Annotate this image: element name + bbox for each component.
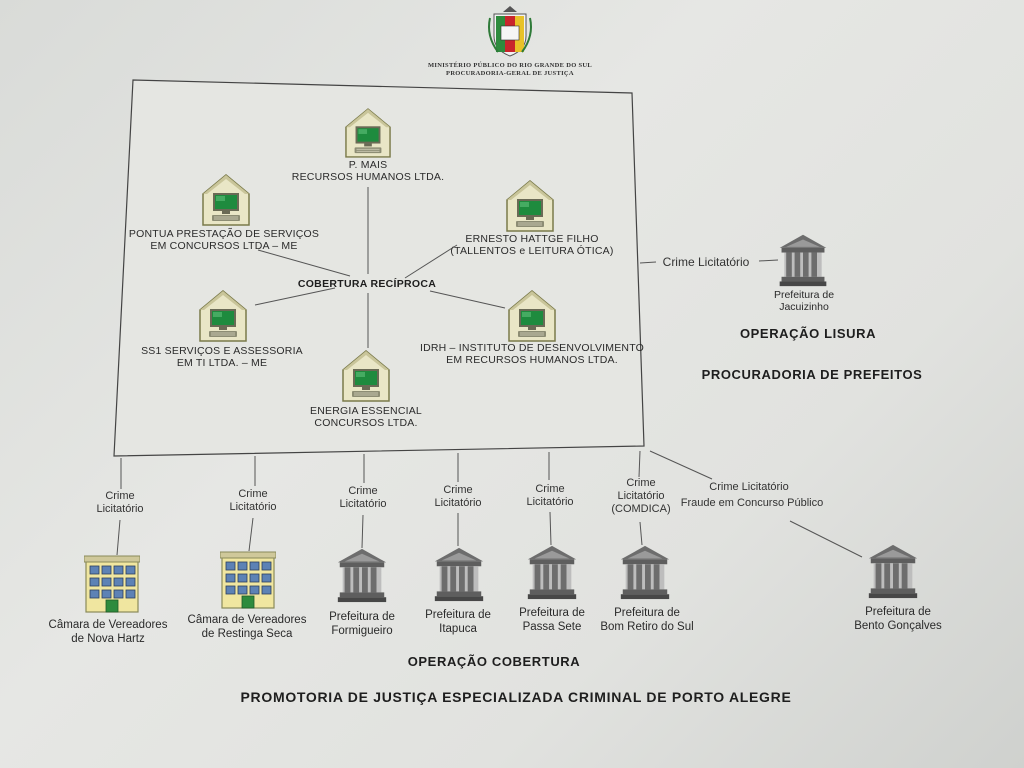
procuradoria-prefeitos-title: PROCURADORIA DE PREFEITOS	[701, 367, 923, 382]
company-name-line2: EM RECURSOS HUMANOS LTDA.	[446, 354, 618, 366]
target-restinga-seca-label: Câmara de Vereadores de Restinga Seca	[188, 613, 307, 641]
company-name-line2: RECURSOS HUMANOS LTDA.	[291, 171, 445, 183]
crime-line2: Licitatório	[339, 498, 387, 510]
crime-label-itapuca: Crime Licitatório	[434, 484, 481, 510]
prefeitura-jacuizinho-label: Prefeitura de Jacuizinho	[774, 289, 834, 313]
company-name-line1: SS1 SERVIÇOS E ASSESSORIA	[141, 345, 303, 357]
target-name-line1: Câmara de Vereadores	[48, 619, 168, 631]
target-name-line2: Bento Gonçalves	[854, 620, 942, 632]
cobertura-target-links	[116, 450, 863, 558]
crime-line1: Crime	[238, 488, 268, 500]
company-name-line1: IDRH – INSTITUTO DE DESENVOLVIMENTO	[419, 342, 645, 354]
prefeitura-bom-retiro-icon	[620, 545, 670, 600]
company-pontua-label: PONTUA PRESTAÇÃO DE SERVIÇOS EM CONCURSO…	[129, 228, 319, 252]
crime-line1: Crime	[535, 483, 565, 495]
crime-label-formigueiro: Crime Licitatório	[339, 485, 386, 511]
company-name-line2: CONCURSOS LTDA.	[314, 417, 418, 429]
company-energia-label: ENERGIA ESSENCIAL CONCURSOS LTDA.	[310, 405, 422, 429]
prefeitura-itapuca-icon	[434, 547, 484, 602]
crime-label-passa-sete: Crime Licitatório	[526, 483, 573, 509]
prefeitura-formigueiro-icon	[337, 548, 387, 603]
company-name-line2: EM TI LTDA. – ME	[176, 357, 268, 369]
company-name-line1: P. MAIS	[348, 159, 388, 171]
company-pmais-label: P. MAIS RECURSOS HUMANOS LTDA.	[292, 159, 444, 183]
crime-line1: Crime Licitatório	[709, 481, 789, 493]
crime-line2: Licitatório	[617, 490, 665, 502]
target-passa-sete-label: Prefeitura de Passa Sete	[519, 606, 585, 634]
target-formigueiro-label: Prefeitura de Formigueiro	[329, 610, 395, 638]
target-name-line2: Formigueiro	[331, 625, 393, 637]
company-name-line1: ERNESTO HATTGE FILHO	[465, 233, 599, 245]
target-bento-label: Prefeitura de Bento Gonçalves	[854, 605, 942, 633]
crime-line1: Crime	[626, 477, 656, 489]
crime-line2: Licitatório	[229, 501, 277, 513]
company-name-line2: EM CONCURSOS LTDA – ME	[150, 240, 298, 252]
crime-line2: Fraude em Concurso Público	[680, 497, 824, 509]
target-name-line2: Bom Retiro do Sul	[600, 621, 694, 633]
target-name-line2: Itapuca	[439, 623, 477, 635]
target-name-line1: Prefeitura de	[865, 606, 931, 618]
prefeitura-bento-icon	[868, 544, 918, 599]
center-label-cobertura-reciproca: COBERTURA RECÍPROCA	[297, 278, 437, 290]
crime-line3: (COMDICA)	[611, 503, 671, 515]
cobertura-frame	[113, 79, 645, 457]
crime-line1: Crime	[105, 490, 135, 502]
target-nova-hartz-label: Câmara de Vereadores de Nova Hartz	[49, 618, 168, 646]
target-name-line1: Prefeitura de	[614, 607, 680, 619]
target-name-line2: de Nova Hartz	[71, 633, 145, 645]
crime-label-bom-retiro: Crime Licitatório (COMDICA)	[611, 477, 670, 516]
reciprocal-links	[254, 187, 506, 348]
promotoria-title: PROMOTORIA DE JUSTIÇA ESPECIALIZADA CRIM…	[240, 689, 792, 705]
operacao-cobertura-title: OPERAÇÃO COBERTURA	[407, 654, 581, 669]
camara-restinga-seca-icon	[220, 551, 276, 609]
target-name-line1: Câmara de Vereadores	[187, 614, 307, 626]
target-name-line1: Prefeitura de	[329, 611, 395, 623]
crime-line2: Licitatório	[434, 497, 482, 509]
company-name-line1: PONTUA PRESTAÇÃO DE SERVIÇOS	[128, 228, 320, 240]
crime-label-nova-hartz: Crime Licitatório	[96, 490, 143, 516]
crime-label-restinga-seca: Crime Licitatório	[229, 488, 276, 514]
coat-of-arms-icon	[488, 6, 532, 57]
camara-nova-hartz-icon	[84, 555, 140, 613]
target-name-line2: de Restinga Seca	[201, 628, 293, 640]
crime-label-bento: Crime Licitatório Fraude em Concurso Púb…	[681, 481, 823, 510]
target-name-line1: Prefeitura de	[773, 289, 835, 301]
crime-line1: Crime	[348, 485, 378, 497]
prefeitura-passa-sete-icon	[527, 545, 577, 600]
company-name-line2: (TALLENTOS e LEITURA ÓTICA)	[450, 245, 614, 257]
crime-line2: Licitatório	[96, 503, 144, 515]
header-line2: PROCURADORIA-GERAL DE JUSTIÇA	[446, 70, 574, 77]
company-ernesto-label: ERNESTO HATTGE FILHO (TALLENTOS e LEITUR…	[450, 233, 613, 257]
prefeitura-jacuizinho-icon	[779, 234, 827, 287]
crime-line1: Crime	[443, 484, 473, 496]
company-name-line1: ENERGIA ESSENCIAL	[310, 405, 422, 417]
operacao-lisura-title: OPERAÇÃO LISURA	[739, 326, 877, 341]
target-name-line1: Prefeitura de	[425, 609, 491, 621]
company-ss1-label: SS1 SERVIÇOS E ASSESSORIA EM TI LTDA. – …	[141, 345, 303, 369]
target-name-line2: Jacuizinho	[779, 301, 829, 313]
target-bom-retiro-label: Prefeitura de Bom Retiro do Sul	[600, 606, 693, 634]
target-name-line1: Prefeitura de	[519, 607, 585, 619]
company-idrh-label: IDRH – INSTITUTO DE DESENVOLVIMENTO EM R…	[420, 342, 644, 366]
lisura-crime-label: Crime Licitatório	[662, 255, 750, 269]
header-ministerio: MINISTÉRIO PÚBLICO DO RIO GRANDE DO SUL …	[428, 62, 592, 78]
target-name-line2: Passa Sete	[522, 621, 582, 633]
lisura-links	[639, 259, 779, 264]
target-itapuca-label: Prefeitura de Itapuca	[425, 608, 491, 636]
crime-line2: Licitatório	[526, 496, 574, 508]
header-line1: MINISTÉRIO PÚBLICO DO RIO GRANDE DO SUL	[427, 62, 593, 69]
